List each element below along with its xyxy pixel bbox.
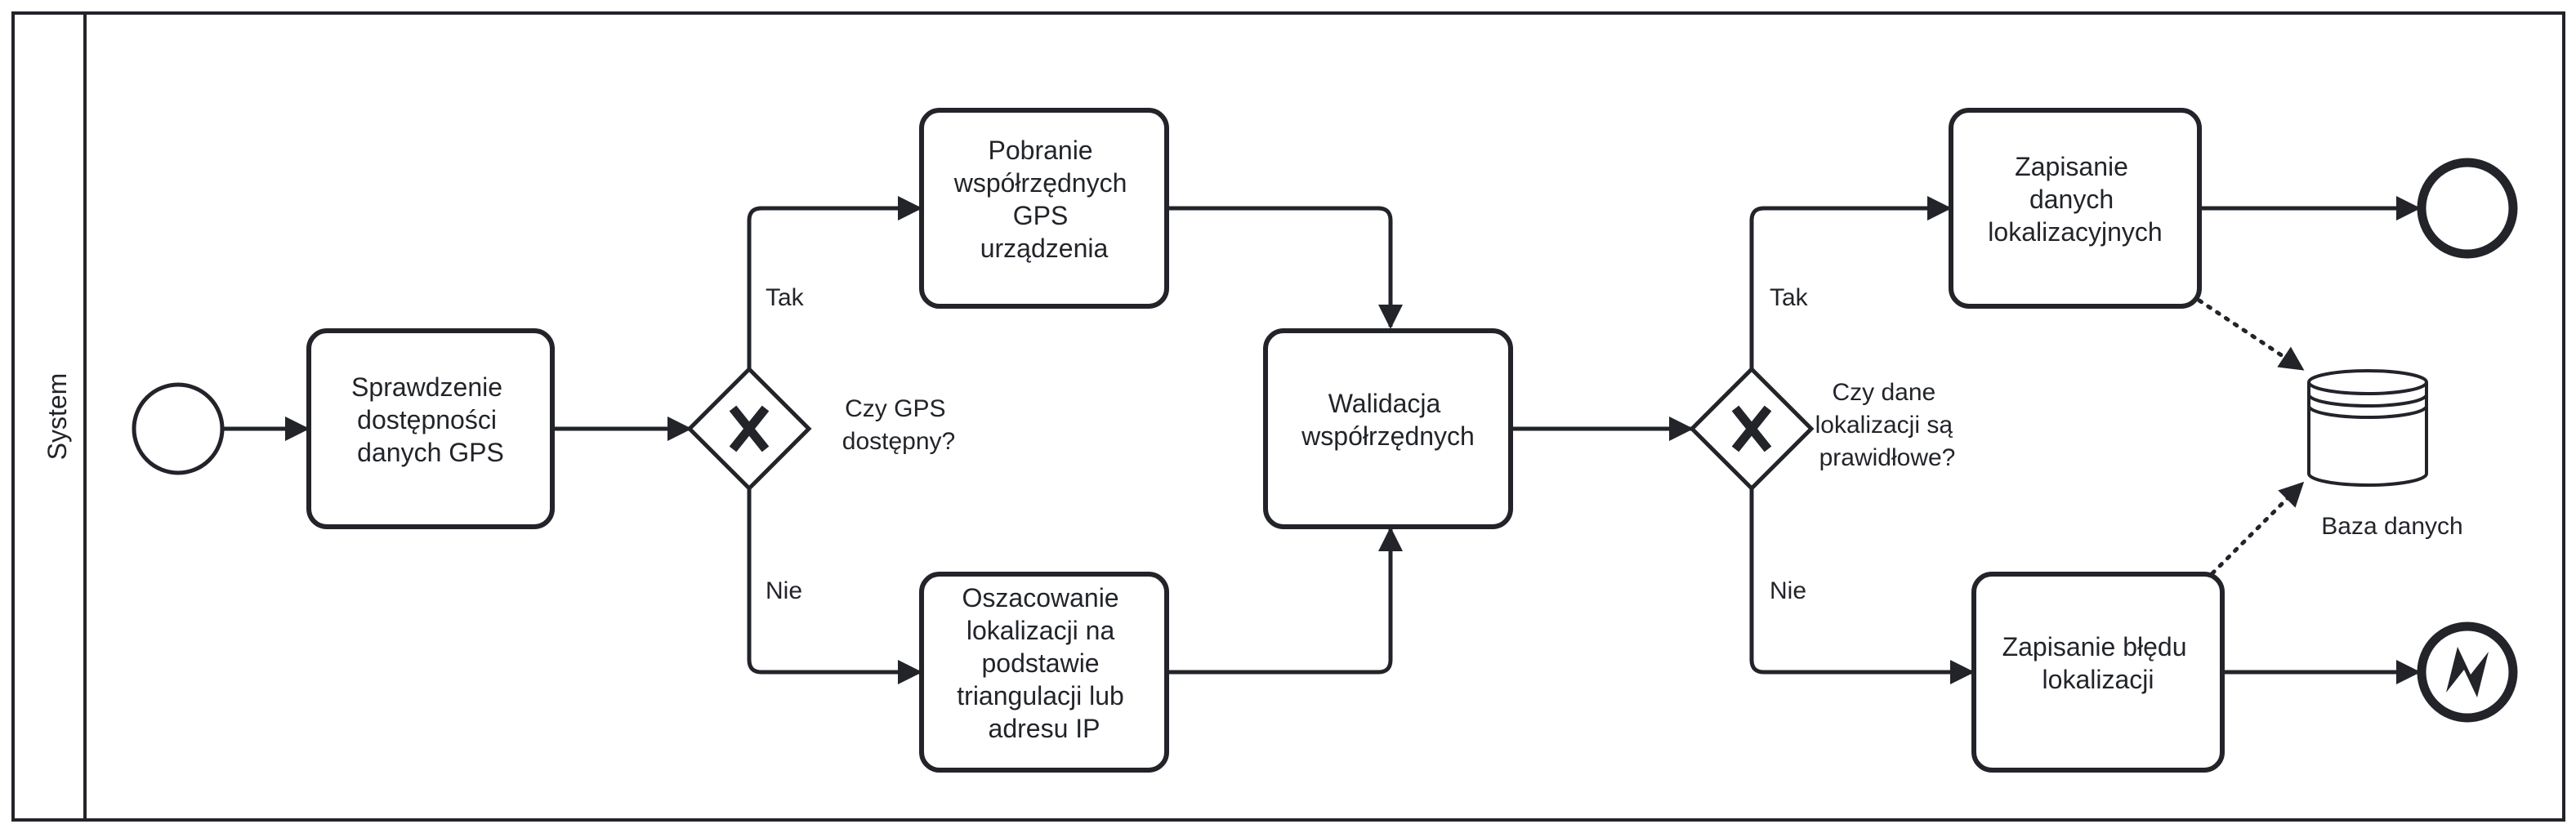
flow-gateway1-yes [747, 196, 922, 369]
flow-gateway2-yes [1749, 196, 1952, 369]
task-label: Pobranie współrzędnych GPS urządzenia [953, 136, 1135, 263]
task-validate-coordinates[interactable]: Walidacja współrzędnych [1263, 328, 1513, 529]
task-label: Zapisanie błędu lokalizacji [2002, 632, 2194, 694]
gateway-yes-label: Tak [1770, 284, 1809, 311]
association-save-error-to-db [2210, 481, 2305, 576]
database-store[interactable] [2307, 369, 2428, 487]
task-get-gps-coordinates[interactable]: Pobranie współrzędnych GPS urządzenia [919, 108, 1169, 309]
start-event[interactable] [132, 382, 225, 475]
task-save-location-error[interactable]: Zapisanie błędu lokalizacji [1971, 572, 2225, 773]
lane-label: System [42, 373, 72, 461]
gateway-question: Czy dane lokalizacji są prawidłowe? [1815, 379, 1960, 471]
gateway-question: Czy GPS dostępny? [842, 395, 955, 455]
sequence-flows [222, 196, 2421, 684]
flow-gateway2-no [1749, 488, 1975, 684]
exclusive-gateway-x-icon [1731, 405, 1772, 452]
task-label: Oszacowanie lokalizacji na podstawie tri… [957, 583, 1131, 743]
gateway-no-label: Nie [1770, 577, 1806, 604]
error-lightning-icon [2446, 647, 2489, 697]
task-label: Zapisanie danych lokalizacyjnych [1988, 152, 2162, 247]
task-label: Sprawdzenie dostępności danych GPS [351, 372, 510, 467]
gateway-no-label: Nie [766, 577, 802, 604]
flow-gateway1-no [747, 488, 922, 684]
database-label: Baza danych [2321, 513, 2462, 540]
association-save-data-to-db [2197, 298, 2305, 372]
task-label: Walidacja współrzędnych [1301, 389, 1475, 451]
error-end-event[interactable] [2417, 621, 2518, 723]
exclusive-gateway-x-icon [729, 405, 770, 452]
task-save-location-data[interactable]: Zapisanie danych lokalizacyjnych [1949, 108, 2202, 309]
gateway-yes-label: Tak [766, 284, 805, 311]
gateway-data-valid[interactable] [1689, 366, 1815, 492]
flow-estimate-to-validate [1167, 527, 1403, 675]
flow-gps-to-validate [1167, 206, 1403, 329]
gateway-gps-available[interactable] [686, 366, 812, 492]
task-check-gps[interactable]: Sprawdzenie dostępności danych GPS [306, 328, 555, 529]
end-event[interactable] [2417, 158, 2518, 259]
task-estimate-location[interactable]: Oszacowanie lokalizacji na podstawie tri… [919, 572, 1169, 773]
data-associations [2197, 298, 2305, 576]
